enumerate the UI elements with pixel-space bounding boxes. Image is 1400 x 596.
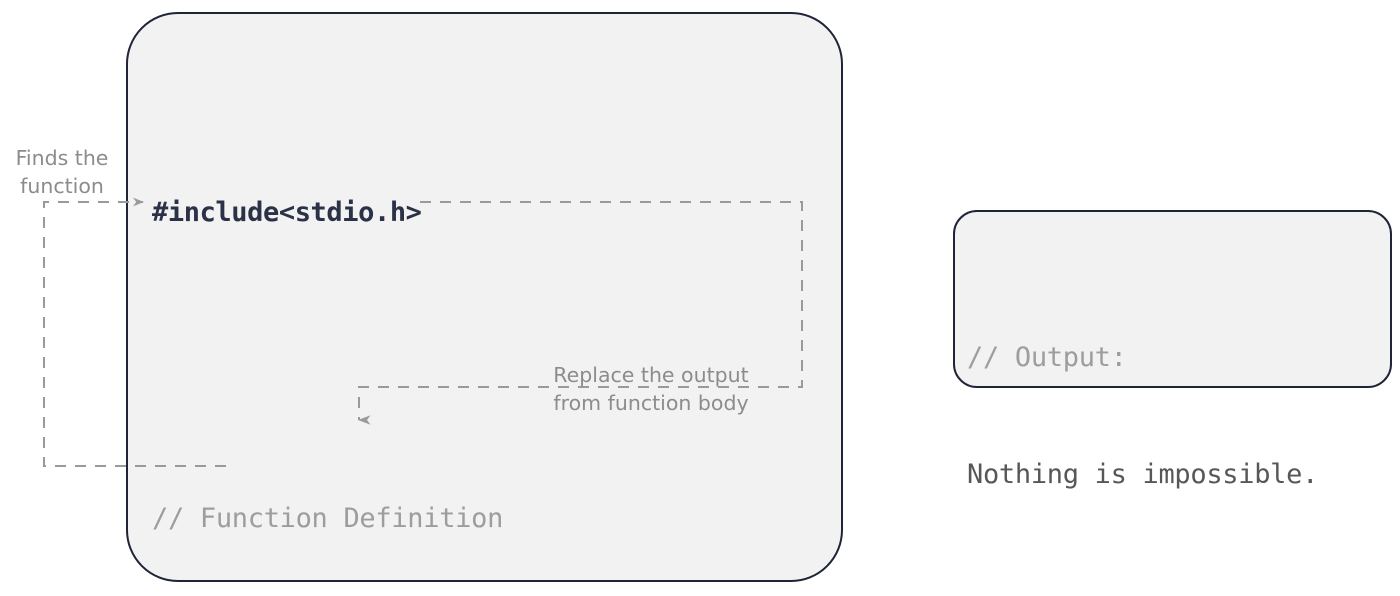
annotation-finds-line-2: function xyxy=(20,174,104,198)
code-line-include: #include<stdio.h> xyxy=(152,193,832,232)
output-card: // Output: Nothing is impossible. xyxy=(953,210,1392,490)
annotation-finds-the-function: Finds the function xyxy=(0,144,124,200)
comment-function-definition: // Function Definition xyxy=(152,503,504,534)
annotation-replace-the-output: Replace the output from function body xyxy=(520,361,782,417)
code-line-comment-definition: // Function Definition xyxy=(152,499,832,538)
output-text: Nothing is impossible. xyxy=(967,459,1319,490)
annotation-replace-line-1: Replace the output xyxy=(553,363,749,387)
output-comment-line: // Output: xyxy=(967,338,1318,377)
output-text-line: Nothing is impossible. xyxy=(967,455,1318,494)
output-listing: // Output: Nothing is impossible. xyxy=(967,260,1318,572)
code-listing: #include<stdio.h> // Function Definition… xyxy=(152,76,832,596)
annotation-finds-line-1: Finds the xyxy=(15,146,109,170)
output-comment: // Output: xyxy=(967,342,1127,373)
preprocessor-directive: #include<stdio.h> xyxy=(152,197,422,228)
code-card: #include<stdio.h> // Function Definition… xyxy=(126,12,843,582)
annotation-replace-line-2: from function body xyxy=(553,391,749,415)
